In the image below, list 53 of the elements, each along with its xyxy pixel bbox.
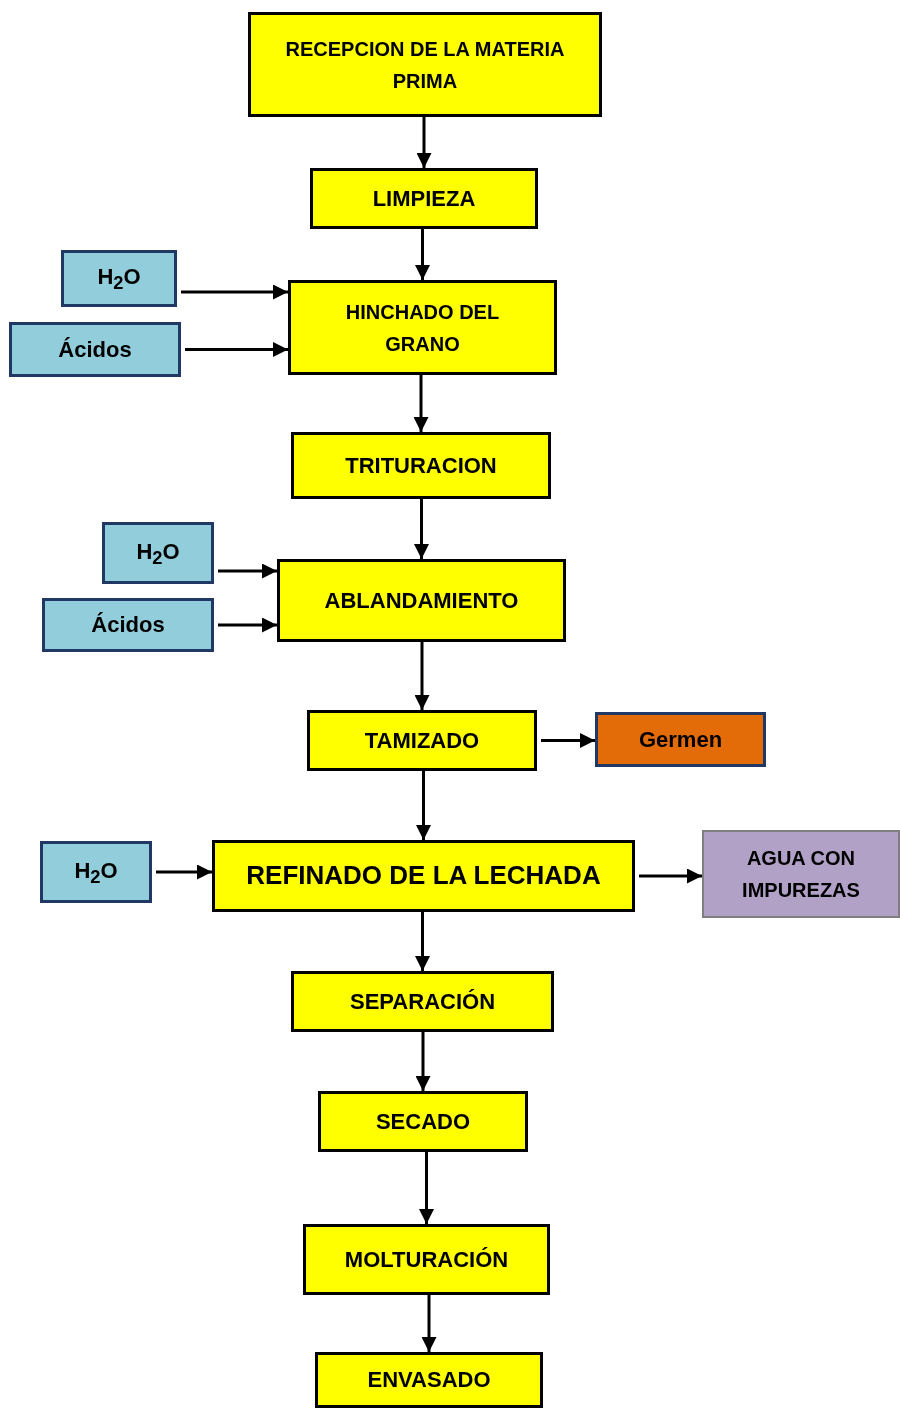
- input-box: [9, 322, 181, 377]
- arrow: [421, 1295, 437, 1352]
- arrow: [639, 868, 702, 884]
- process-box: [291, 432, 551, 499]
- step-label: H$_{2}$O: [97, 263, 141, 296]
- step-label: H$_{2}$O: [136, 537, 180, 571]
- arrow: [181, 284, 288, 300]
- arrow: [419, 1152, 434, 1224]
- arrow: [414, 642, 430, 710]
- arrow: [415, 1032, 431, 1091]
- process-box: [315, 1352, 543, 1408]
- step-label: LIMPIEZA: [372, 184, 476, 213]
- arrow: [156, 864, 212, 880]
- arrow: [415, 912, 430, 971]
- process-box: [307, 710, 537, 771]
- step-label: SEPARACIÓN: [349, 987, 496, 1016]
- arrow: [416, 771, 431, 840]
- arrow: [413, 375, 429, 432]
- step-label: Ácidos: [91, 611, 165, 640]
- input-box: [102, 522, 214, 584]
- arrow: [541, 733, 595, 748]
- step-label: TRITURACION: [345, 451, 497, 480]
- step-label: Ácidos: [58, 335, 132, 364]
- input-box: [61, 250, 177, 307]
- arrow: [218, 563, 277, 579]
- arrow: [414, 499, 429, 559]
- step-label: H$_{2}$O: [74, 856, 118, 890]
- output-box: [595, 712, 766, 767]
- step-label: RECEPCION DE LA MATERIA PRIMA: [284, 36, 566, 94]
- process-box: [288, 280, 557, 375]
- process-box: [212, 840, 635, 912]
- process-box: [318, 1091, 528, 1152]
- output-box: [702, 830, 900, 918]
- step-label: HINCHADO DEL GRANO: [344, 299, 501, 357]
- step-label: MOLTURACIÓN: [344, 1245, 509, 1274]
- process-box: [303, 1224, 550, 1295]
- arrow: [416, 117, 432, 168]
- arrow: [185, 342, 288, 357]
- step-label: ENVASADO: [367, 1366, 491, 1395]
- step-label: TAMIZADO: [364, 726, 480, 755]
- arrow: [415, 229, 430, 280]
- input-box: [40, 841, 152, 903]
- step-label: ABLANDAMIENTO: [324, 586, 519, 615]
- step-label: REFINADO DE LA LECHADA: [246, 859, 601, 893]
- input-box: [42, 598, 214, 652]
- step-label: SECADO: [375, 1107, 471, 1136]
- process-box: [277, 559, 566, 642]
- step-label: Germen: [638, 725, 723, 754]
- process-box: [310, 168, 538, 229]
- step-label: AGUA CON IMPUREZAS: [741, 846, 861, 903]
- arrow: [218, 617, 277, 633]
- process-box: [291, 971, 554, 1032]
- process-box: [248, 12, 602, 117]
